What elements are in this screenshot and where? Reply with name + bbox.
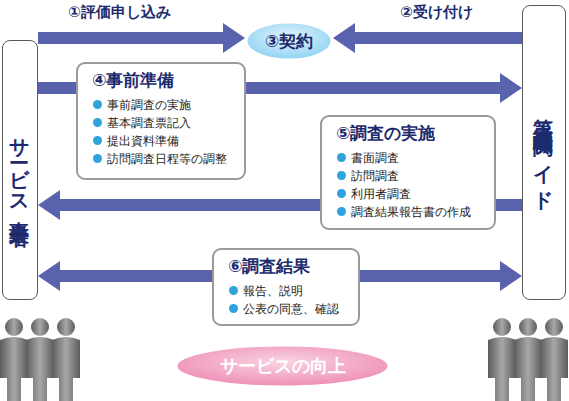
flow-arrow	[355, 32, 522, 44]
flow-arrow	[38, 32, 223, 44]
node-label: サービス事業者	[7, 125, 34, 215]
goal-ellipse: サービスの向上	[175, 344, 390, 388]
step-heading: ⑥調査結果	[228, 255, 348, 278]
bullet-item: 報告、説明	[228, 282, 348, 300]
contract-ellipse: ③契約	[245, 21, 333, 61]
bullet-item: 事前調査の実施	[92, 96, 234, 114]
bullet-item: 利用者調査	[336, 185, 484, 203]
step-box: ④事前準備事前調査の実施基本調査票記入提出資料準備訪問調査日程等の調整	[76, 62, 246, 180]
node-label: 第三者評価機関エイド	[531, 103, 558, 202]
bullet-item: 書面調査	[336, 149, 484, 167]
arrow-label: ①評価申し込み	[68, 3, 171, 22]
node-label: ③契約	[265, 30, 313, 53]
step-box: ⑥調査結果報告、説明公表の同意、確認	[212, 248, 360, 326]
evaluator-box: 第三者評価機関エイド	[522, 5, 566, 300]
step-box: ⑤調査の実施書面調査訪問調査利用者調査調査結果報告書の作成	[320, 115, 496, 230]
bullet-item: 公表の同意、確認	[228, 300, 348, 318]
provider-box: サービス事業者	[2, 40, 38, 300]
bullet-item: 基本調査票記入	[92, 114, 234, 132]
bullet-item: 提出資料準備	[92, 132, 234, 150]
arrow-label: ②受け付け	[400, 3, 473, 22]
people-right	[488, 318, 568, 401]
node-label: サービスの向上	[220, 354, 346, 378]
people-left	[0, 318, 80, 401]
bullet-item: 調査結果報告書の作成	[336, 203, 484, 221]
step-heading: ④事前準備	[92, 69, 234, 92]
bullet-item: 訪問調査日程等の調整	[92, 150, 234, 168]
step-heading: ⑤調査の実施	[336, 122, 484, 145]
bullet-item: 訪問調査	[336, 167, 484, 185]
